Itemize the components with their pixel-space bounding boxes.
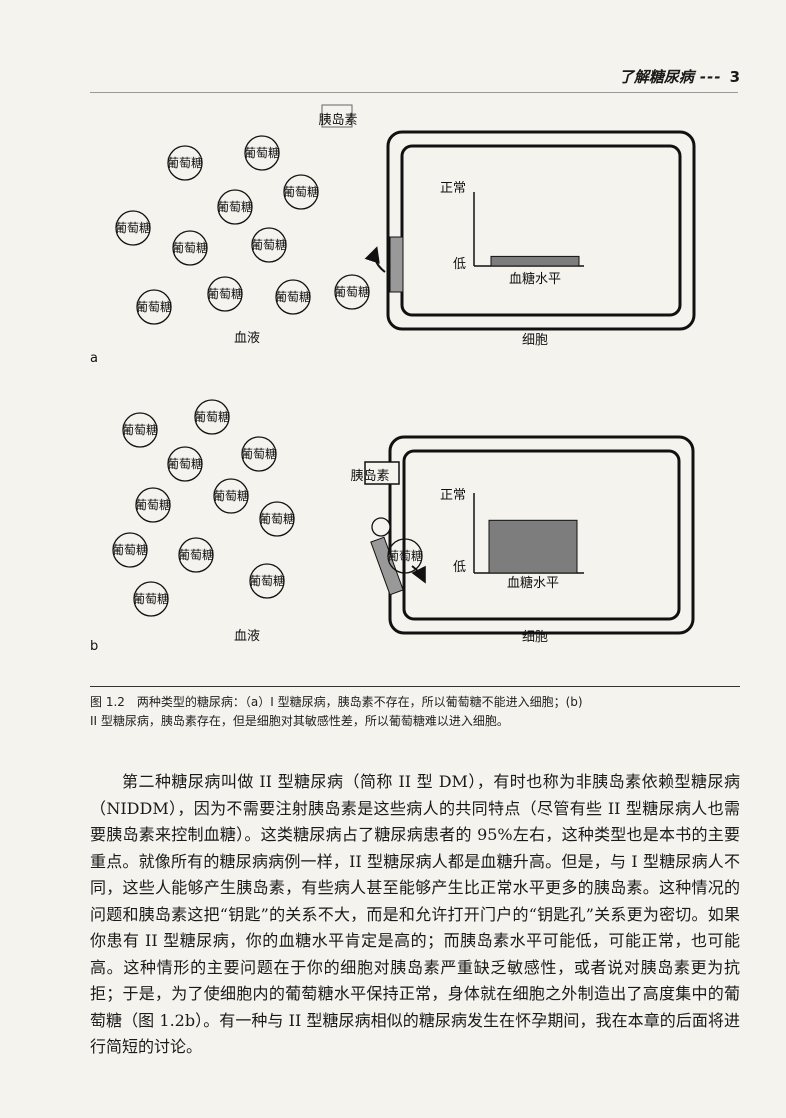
glucose-molecule: 葡萄糖 xyxy=(259,501,295,537)
deflect-arrow-a xyxy=(364,246,386,273)
svg-text:葡萄糖: 葡萄糖 xyxy=(122,422,158,437)
glucose-molecule: 葡萄糖 xyxy=(244,135,280,171)
gauge-low-label-a: 低 xyxy=(453,257,466,272)
glucose-molecule: 葡萄糖 xyxy=(135,487,171,523)
glucose-molecule: 葡萄糖 xyxy=(249,563,285,599)
svg-text:葡萄糖: 葡萄糖 xyxy=(275,289,311,304)
caption-line-1: 图 1.2 两种类型的糖尿病：（a）I 型糖尿病，胰岛素不存在，所以葡萄糖不能进… xyxy=(90,695,583,709)
insulin-box-a xyxy=(321,104,353,128)
svg-text:葡萄糖: 葡萄糖 xyxy=(194,409,230,424)
insulin-label-a: 胰岛素 xyxy=(318,112,357,128)
glucose-molecule: 葡萄糖 xyxy=(217,189,253,225)
cell-wall-inner-b xyxy=(402,449,681,621)
glucose-molecule: 葡萄糖 xyxy=(275,279,311,315)
blood-label-a: 血液 xyxy=(234,331,260,346)
svg-text:葡萄糖: 葡萄糖 xyxy=(115,220,151,235)
page-number: 3 xyxy=(729,68,740,86)
glucose-molecule: 葡萄糖 xyxy=(241,436,277,472)
glucose-molecule: 葡萄糖 xyxy=(207,276,243,312)
panel-letter-b: b xyxy=(90,639,98,654)
cell-label-a: 细胞 xyxy=(522,333,548,348)
gauge-low-label-b: 低 xyxy=(453,560,466,575)
glucose-molecule: 葡萄糖 xyxy=(387,538,423,574)
panel-letter-a: a xyxy=(90,351,98,366)
caption-line-2: II 型糖尿病，胰岛素存在，但是细胞对其敏感性差，所以葡萄糖难以进入细胞。 xyxy=(90,714,509,728)
running-title: 了解糖尿病 xyxy=(618,68,694,86)
glucose-molecule: 葡萄糖 xyxy=(172,230,208,266)
gauge-normal-label-a: 正常 xyxy=(440,181,466,196)
running-header: 了解糖尿病 --- 3 xyxy=(540,66,740,90)
cell-label-b: 细胞 xyxy=(522,630,548,645)
body-paragraph: 第二种糖尿病叫做 II 型糖尿病（简称 II 型 DM），有时也称为非胰岛素依赖… xyxy=(90,772,740,1056)
header-dashes: --- xyxy=(699,68,722,86)
cell-wall-outer-a xyxy=(386,130,696,331)
receptor-keyhole-b xyxy=(371,517,391,537)
svg-text:葡萄糖: 葡萄糖 xyxy=(135,497,171,512)
svg-text:葡萄糖: 葡萄糖 xyxy=(259,511,295,526)
svg-text:葡萄糖: 葡萄糖 xyxy=(217,199,253,214)
glucose-molecule: 葡萄糖 xyxy=(167,145,203,181)
glucose-level-bar-a xyxy=(490,255,580,267)
svg-text:葡萄糖: 葡萄糖 xyxy=(251,237,287,252)
gauge-normal-label-b: 正常 xyxy=(440,488,466,503)
glucose-molecule: 葡萄糖 xyxy=(283,174,319,210)
svg-text:葡萄糖: 葡萄糖 xyxy=(167,155,203,170)
cell-wall-outer-b xyxy=(388,435,695,635)
glucose-molecule: 葡萄糖 xyxy=(167,446,203,482)
glucose-molecule: 葡萄糖 xyxy=(334,274,370,310)
svg-text:葡萄糖: 葡萄糖 xyxy=(387,548,423,563)
svg-text:葡萄糖: 葡萄糖 xyxy=(244,145,280,160)
svg-text:葡萄糖: 葡萄糖 xyxy=(172,240,208,255)
glucose-molecule: 葡萄糖 xyxy=(178,537,214,573)
gauge-title-a: 血糖水平 xyxy=(509,271,561,287)
svg-text:葡萄糖: 葡萄糖 xyxy=(178,547,214,562)
glucose-molecule: 葡萄糖 xyxy=(115,210,151,246)
figure-diagram: 胰岛素 正常 低 血糖水平 葡萄糖 葡萄糖 葡萄糖 葡萄糖 葡萄糖 葡萄糖 葡萄… xyxy=(90,104,696,654)
cell-wall-inner-a xyxy=(400,144,682,317)
insulin-box-b xyxy=(364,461,400,485)
receptor-channel-b xyxy=(370,536,404,596)
caption-rule xyxy=(90,686,740,687)
svg-text:葡萄糖: 葡萄糖 xyxy=(136,299,172,314)
glucose-molecule: 葡萄糖 xyxy=(194,399,230,435)
glucose-molecule: 葡萄糖 xyxy=(133,581,169,617)
svg-text:葡萄糖: 葡萄糖 xyxy=(283,184,319,199)
header-rule xyxy=(90,92,738,93)
svg-text:葡萄糖: 葡萄糖 xyxy=(213,488,249,503)
glucose-molecule: 葡萄糖 xyxy=(112,532,148,568)
gauge-title-b: 血糖水平 xyxy=(507,575,559,591)
glucose-level-bar-b xyxy=(488,519,578,574)
panel-a: 胰岛素 正常 低 血糖水平 葡萄糖 葡萄糖 葡萄糖 葡萄糖 葡萄糖 葡萄糖 葡萄… xyxy=(90,104,696,366)
svg-text:葡萄糖: 葡萄糖 xyxy=(249,573,285,588)
panel-b: 胰岛素 正常 低 血糖水平 葡萄糖 葡萄糖 葡萄糖 葡萄糖 葡萄糖 葡萄糖 葡萄… xyxy=(90,399,695,654)
glucose-molecule: 葡萄糖 xyxy=(122,412,158,448)
blood-label-b: 血液 xyxy=(234,629,260,644)
glucose-molecule: 葡萄糖 xyxy=(251,227,287,263)
figure-caption: 图 1.2 两种类型的糖尿病：（a）I 型糖尿病，胰岛素不存在，所以葡萄糖不能进… xyxy=(90,693,740,731)
svg-text:葡萄糖: 葡萄糖 xyxy=(133,591,169,606)
receptor-a xyxy=(389,236,404,293)
svg-text:葡萄糖: 葡萄糖 xyxy=(112,542,148,557)
svg-text:葡萄糖: 葡萄糖 xyxy=(167,456,203,471)
glucose-molecule: 葡萄糖 xyxy=(213,478,249,514)
svg-text:葡萄糖: 葡萄糖 xyxy=(334,284,370,299)
entry-arrow-b xyxy=(411,565,426,584)
svg-text:葡萄糖: 葡萄糖 xyxy=(207,286,243,301)
insulin-label-b: 胰岛素 xyxy=(350,468,389,484)
glucose-molecule: 葡萄糖 xyxy=(136,289,172,325)
svg-text:葡萄糖: 葡萄糖 xyxy=(241,446,277,461)
body-text: 第二种糖尿病叫做 II 型糖尿病（简称 II 型 DM），有时也称为非胰岛素依赖… xyxy=(90,769,740,1061)
